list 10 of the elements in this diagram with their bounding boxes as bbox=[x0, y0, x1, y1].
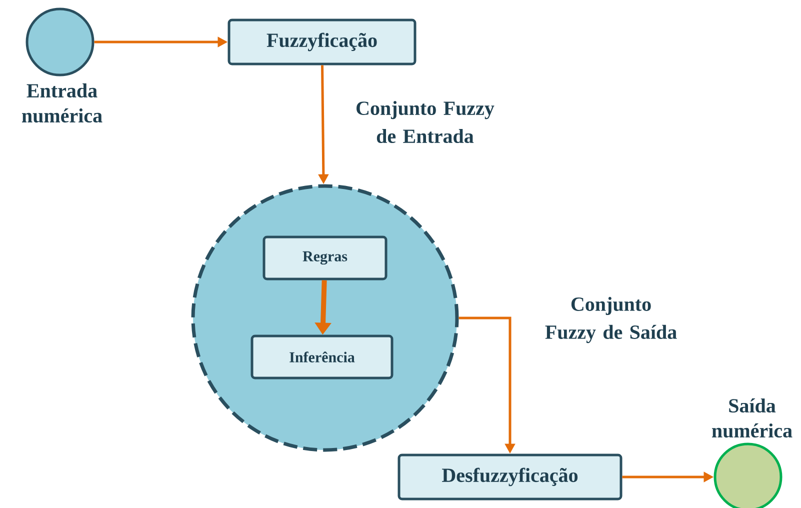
process-box: Fuzzyficação bbox=[228, 18, 416, 66]
process-box: Regras bbox=[262, 236, 388, 280]
output-circle bbox=[714, 442, 782, 508]
edge-label: Conjunto Fuzzy de Saída bbox=[545, 296, 677, 344]
node-caption: Saída numérica bbox=[712, 398, 792, 438]
process-box: Desfuzzyficação bbox=[398, 454, 622, 500]
edge-label: Conjunto Fuzzy de Entrada bbox=[356, 100, 494, 144]
node-caption: Entrada numérica bbox=[22, 83, 102, 123]
process-box: Inferência bbox=[250, 334, 394, 380]
input-circle bbox=[26, 8, 94, 76]
